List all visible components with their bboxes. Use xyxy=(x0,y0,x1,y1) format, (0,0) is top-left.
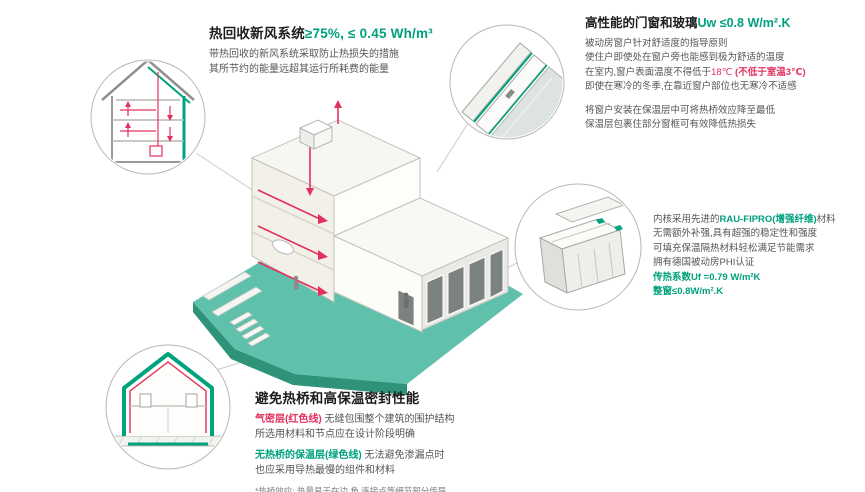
profile-gasket-1 xyxy=(596,218,605,224)
profile-gasket-2 xyxy=(614,225,623,231)
thermal-footnote: *热桥效应: 热量易于在边,角,连接点等细节部分传导 xyxy=(255,486,447,492)
thermal-line1-red: 气密层(红色线) xyxy=(255,414,322,425)
windows-body-line-1: 被动房窗户针对舒适度的指导原则 xyxy=(585,38,728,49)
profile-line-6: 整窗≤0.8W/m².K xyxy=(653,286,724,298)
profile-line1-pre: 内核采用先进的 xyxy=(653,214,720,225)
glass-panes xyxy=(426,248,504,325)
section-window-left xyxy=(139,393,152,408)
window-profile-extrusion xyxy=(538,196,626,294)
section-ventilation: 热回收新风系统≥75%, ≤ 0.45 Wh/m³ 带热回收的新风系统采取防止热… xyxy=(209,22,477,77)
windows-body-line-3: 在室内,窗户表面温度不得低于18℃ (不低于室温3℃) xyxy=(585,66,861,80)
airtight-layer-red xyxy=(129,361,207,433)
insulation-section-circle xyxy=(105,344,231,470)
windows-line3-note: (不低于室温3℃) xyxy=(732,66,806,78)
bathtub xyxy=(272,239,294,255)
thermal-line-4: 也应采用导热最慢的组件和材料 xyxy=(255,465,395,476)
section-windows: 高性能的门窗和玻璃Uw ≤0.8 W/m².K 被动房窗户针对舒适度的指导原则 … xyxy=(585,12,861,133)
ventilation-pipes xyxy=(120,72,171,150)
profile-line-3: 可填充保温隔热材料轻松满足节能需求 xyxy=(653,242,815,254)
windows-line3-pre: 在室内,窗户表面温度不得低于 xyxy=(585,66,712,78)
profile-line-4: 拥有德国被动房PHI认证 xyxy=(653,257,755,269)
profile-line-2: 无需额外补强,具有超强的稳定性和强度 xyxy=(653,228,818,240)
profile-line-1: 内核采用先进的RAU-FIPRO(增强纤维)材料 xyxy=(653,213,863,227)
windows-title-green: Uw ≤0.8 W/m².K xyxy=(697,16,791,30)
ventilation-body-line-2: 其所节约的能量远超其运行所耗费的能量 xyxy=(209,64,389,75)
ventilation-title-black: 热回收新风系统 xyxy=(209,26,305,41)
ventilation-title-green: ≥75%, ≤ 0.45 Wh/m³ xyxy=(304,26,433,41)
section-window-right xyxy=(185,393,198,408)
garden-terraces xyxy=(202,271,263,317)
ground-platform-edge xyxy=(193,302,407,395)
thermal-line-1: 气密层(红色线) 无缝包围整个建筑的围护结构 xyxy=(255,412,565,427)
window-profile-circle xyxy=(514,183,642,311)
windows-body-line-2: 使住户即使处在窗户旁也能感到极为舒适的温度 xyxy=(585,52,785,64)
section-profile: 内核采用先进的RAU-FIPRO(增强纤维)材料 无需额外补强,具有超强的稳定性… xyxy=(653,213,863,300)
profile-line1-post: 材料 xyxy=(816,214,836,225)
thermal-title: 避免热桥和高保温密封性能 xyxy=(255,391,420,406)
outdoor-stairs xyxy=(229,311,271,347)
duct-arrowheads xyxy=(306,100,342,296)
thermal-line3-green: 无热桥的保温层(绿色线) xyxy=(255,450,362,461)
windows-line3-temp: 18℃ xyxy=(711,66,733,78)
isometric-house-illustration xyxy=(193,100,523,395)
ventilation-ducts xyxy=(257,106,339,293)
ventilation-title: 热回收新风系统≥75%, ≤ 0.45 Wh/m³ xyxy=(209,22,477,42)
section-thermal: 避免热桥和高保温密封性能 气密层(红色线) 无缝包围整个建筑的围护结构 所选用材… xyxy=(255,387,565,492)
window-corner-circle xyxy=(449,24,565,140)
ventilation-section-circle xyxy=(90,59,206,175)
hrv-unit-icon xyxy=(149,145,163,157)
airflow-arrowheads xyxy=(125,101,173,142)
thermal-line-3: 无热桥的保温层(绿色线) 无法避免渗漏点时 xyxy=(255,448,565,463)
windows-body-line-4: 即使在寒冷的冬季,在靠近窗户部位也无寒冷不适感 xyxy=(585,81,797,93)
windows-body-line-6: 保温层包裹住部分窗框可有效降低热损失 xyxy=(585,119,757,131)
window-corner-detail xyxy=(461,42,563,138)
ventilation-body-line-1: 带热回收的新风系统采取防止热损失的措施 xyxy=(209,49,399,60)
thermal-line3-rest: 无法避免渗漏点时 xyxy=(361,450,445,461)
insulation-house-cross-section xyxy=(111,352,225,447)
windows-title-black: 高性能的门窗和玻璃 xyxy=(585,16,698,30)
profile-line-5: 传热系数Uf =0.79 W/m²K xyxy=(653,271,761,283)
insulation-layer-green xyxy=(122,352,214,436)
profile-chambers xyxy=(551,222,614,289)
human-figures xyxy=(293,275,409,308)
hrv-rooftop-unit xyxy=(298,119,334,150)
thermal-line1-rest: 无缝包围整个建筑的围护结构 xyxy=(321,414,455,425)
window-handle xyxy=(505,89,515,99)
windows-title: 高性能的门窗和玻璃Uw ≤0.8 W/m².K xyxy=(585,12,861,31)
windows-body-line-5: 将窗户安装在保温层中可将热桥效应降至最低 xyxy=(585,104,776,116)
profile-line1-material: RAU-FIPRO(增强纤维) xyxy=(719,214,817,225)
thermal-line-2: 所选用材料和节点应在设计阶段明确 xyxy=(255,429,415,440)
